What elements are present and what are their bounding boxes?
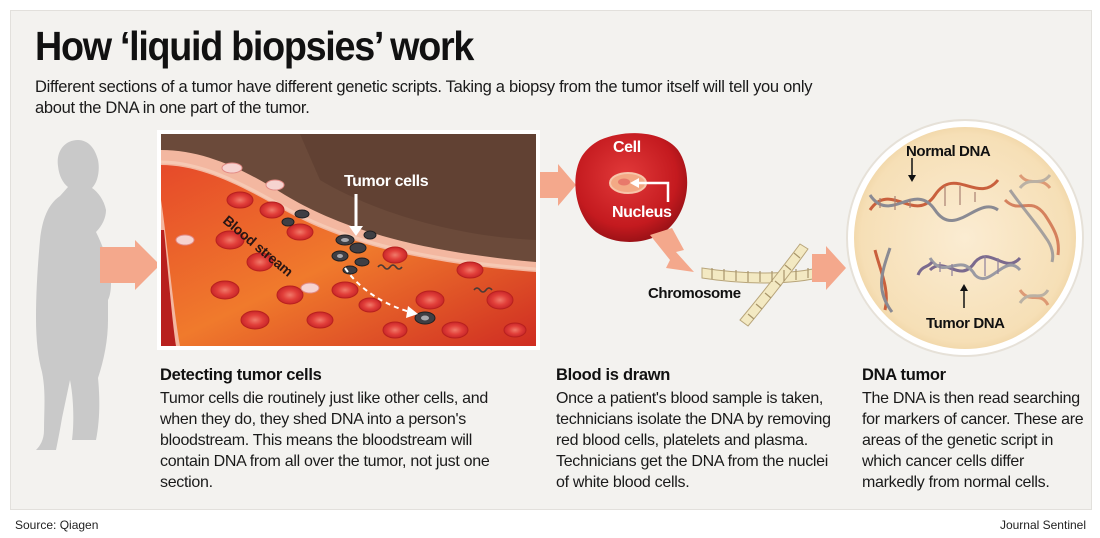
dna-dish: Normal DNA Tumor DNA bbox=[846, 119, 1084, 357]
section-1-title: Detecting tumor cells bbox=[160, 366, 322, 384]
page-title: How ‘liquid biopsies’ work bbox=[35, 23, 474, 69]
nucleus-label: Nucleus bbox=[612, 204, 672, 221]
tumor-cells-label: Tumor cells bbox=[344, 173, 429, 190]
tumor-dna-label: Tumor DNA bbox=[926, 315, 1005, 332]
intro-text: Different sections of a tumor have diffe… bbox=[35, 78, 813, 117]
cell-label: Cell bbox=[613, 139, 641, 156]
section-1-text: Tumor cells die routinely just like othe… bbox=[160, 390, 490, 491]
arrow-4 bbox=[812, 246, 846, 290]
woman-silhouette bbox=[36, 140, 111, 450]
arrow-1 bbox=[100, 240, 160, 290]
publisher-credit: Journal Sentinel bbox=[999, 518, 1086, 532]
chromosome-illustration: Chromosome bbox=[648, 243, 827, 327]
section-2-title: Blood is drawn bbox=[556, 366, 671, 384]
section-2-text: Once a patient's blood sample is taken, … bbox=[556, 390, 831, 491]
arrow-2 bbox=[540, 164, 576, 206]
blood-vessel-panel: Tumor cells Blood stream bbox=[157, 130, 540, 350]
arrow-3 bbox=[650, 228, 694, 272]
normal-dna-label: Normal DNA bbox=[906, 143, 991, 160]
section-3-text: The DNA is then read searching for marke… bbox=[862, 390, 1084, 491]
source-credit: Source: Qiagen bbox=[15, 518, 99, 532]
chromosome-label: Chromosome bbox=[648, 285, 741, 302]
red-blood-cell: Cell Nucleus bbox=[575, 133, 688, 242]
section-3-title: DNA tumor bbox=[862, 366, 946, 384]
